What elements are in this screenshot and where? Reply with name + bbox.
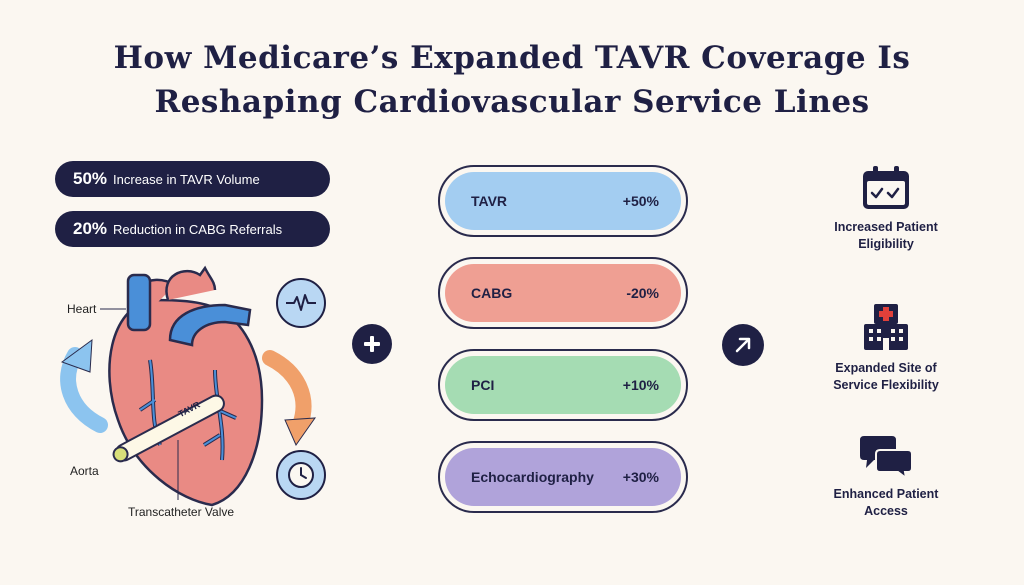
impact-line-1: Expanded Site of (835, 361, 937, 375)
cycle-arrow-left-icon (60, 347, 108, 433)
service-card-echocardiography: Echocardiography +30% (438, 441, 688, 513)
impact-line-1: Increased Patient (834, 220, 938, 234)
vena-cava (126, 273, 152, 332)
impact-patient-access: Enhanced Patient Access (806, 432, 966, 520)
cycle-arrow-right-icon (262, 350, 312, 433)
stat-value: 50% (73, 169, 108, 188)
label-transcatheter-valve: Transcatheter Valve (128, 505, 235, 519)
label-aorta: Aorta (70, 464, 99, 478)
service-change: -20% (626, 285, 659, 301)
label-heart: Heart (67, 302, 97, 316)
service-change: +10% (622, 377, 659, 393)
pulse-icon (276, 278, 326, 328)
stat-label: Increase in TAVR Volume (113, 171, 260, 187)
service-name: CABG (471, 285, 513, 301)
impact-line-2: Eligibility (858, 237, 914, 251)
impact-patient-eligibility: Increased Patient Eligibility (806, 165, 966, 253)
heart-body (108, 298, 264, 507)
service-card-fill: CABG -20% (445, 264, 681, 322)
calendar-icon (863, 166, 909, 209)
hospital-icon (864, 304, 908, 350)
cycle-arrow-left-head (60, 338, 93, 373)
plus-icon (352, 324, 392, 364)
aorta-arch (165, 265, 217, 301)
stat-pill-cabg-referrals: 20% Reduction in CABG Referrals (55, 211, 330, 247)
chat-bubbles-icon (860, 436, 913, 478)
service-card-fill: TAVR +50% (445, 172, 681, 230)
impact-line-2: Service Flexibility (833, 378, 939, 392)
service-name: TAVR (471, 193, 508, 209)
service-card-pci: PCI +10% (438, 349, 688, 421)
clock-icon (276, 450, 326, 500)
service-card-fill: Echocardiography +30% (445, 448, 681, 506)
tavr-catheter (112, 394, 225, 463)
impact-site-of-service: Expanded Site of Service Flexibility (806, 302, 966, 394)
catheter-label: TAVR (177, 399, 203, 419)
arrow-up-right-icon (722, 324, 764, 366)
cycle-arrow-right-head (284, 417, 317, 447)
service-change: +50% (622, 193, 659, 209)
title-line-2: Reshaping Cardiovascular Service Lines (154, 84, 870, 120)
impact-line-1: Enhanced Patient (833, 487, 939, 501)
service-name: Echocardiography (471, 469, 594, 485)
page-title: How Medicare’s Expanded TAVR Coverage Is… (0, 36, 1024, 124)
stat-label: Reduction in CABG Referrals (113, 221, 283, 237)
service-card-cabg: CABG -20% (438, 257, 688, 329)
service-card-fill: PCI +10% (445, 356, 681, 414)
stat-value: 20% (73, 219, 108, 238)
service-change: +30% (622, 469, 659, 485)
title-line-1: How Medicare’s Expanded TAVR Coverage Is (113, 40, 911, 76)
pulmonary-artery (168, 303, 252, 347)
stat-pill-tavr-volume: 50% Increase in TAVR Volume (55, 161, 330, 197)
impact-line-2: Access (864, 504, 908, 518)
service-card-tavr: TAVR +50% (438, 165, 688, 237)
service-name: PCI (471, 377, 495, 393)
